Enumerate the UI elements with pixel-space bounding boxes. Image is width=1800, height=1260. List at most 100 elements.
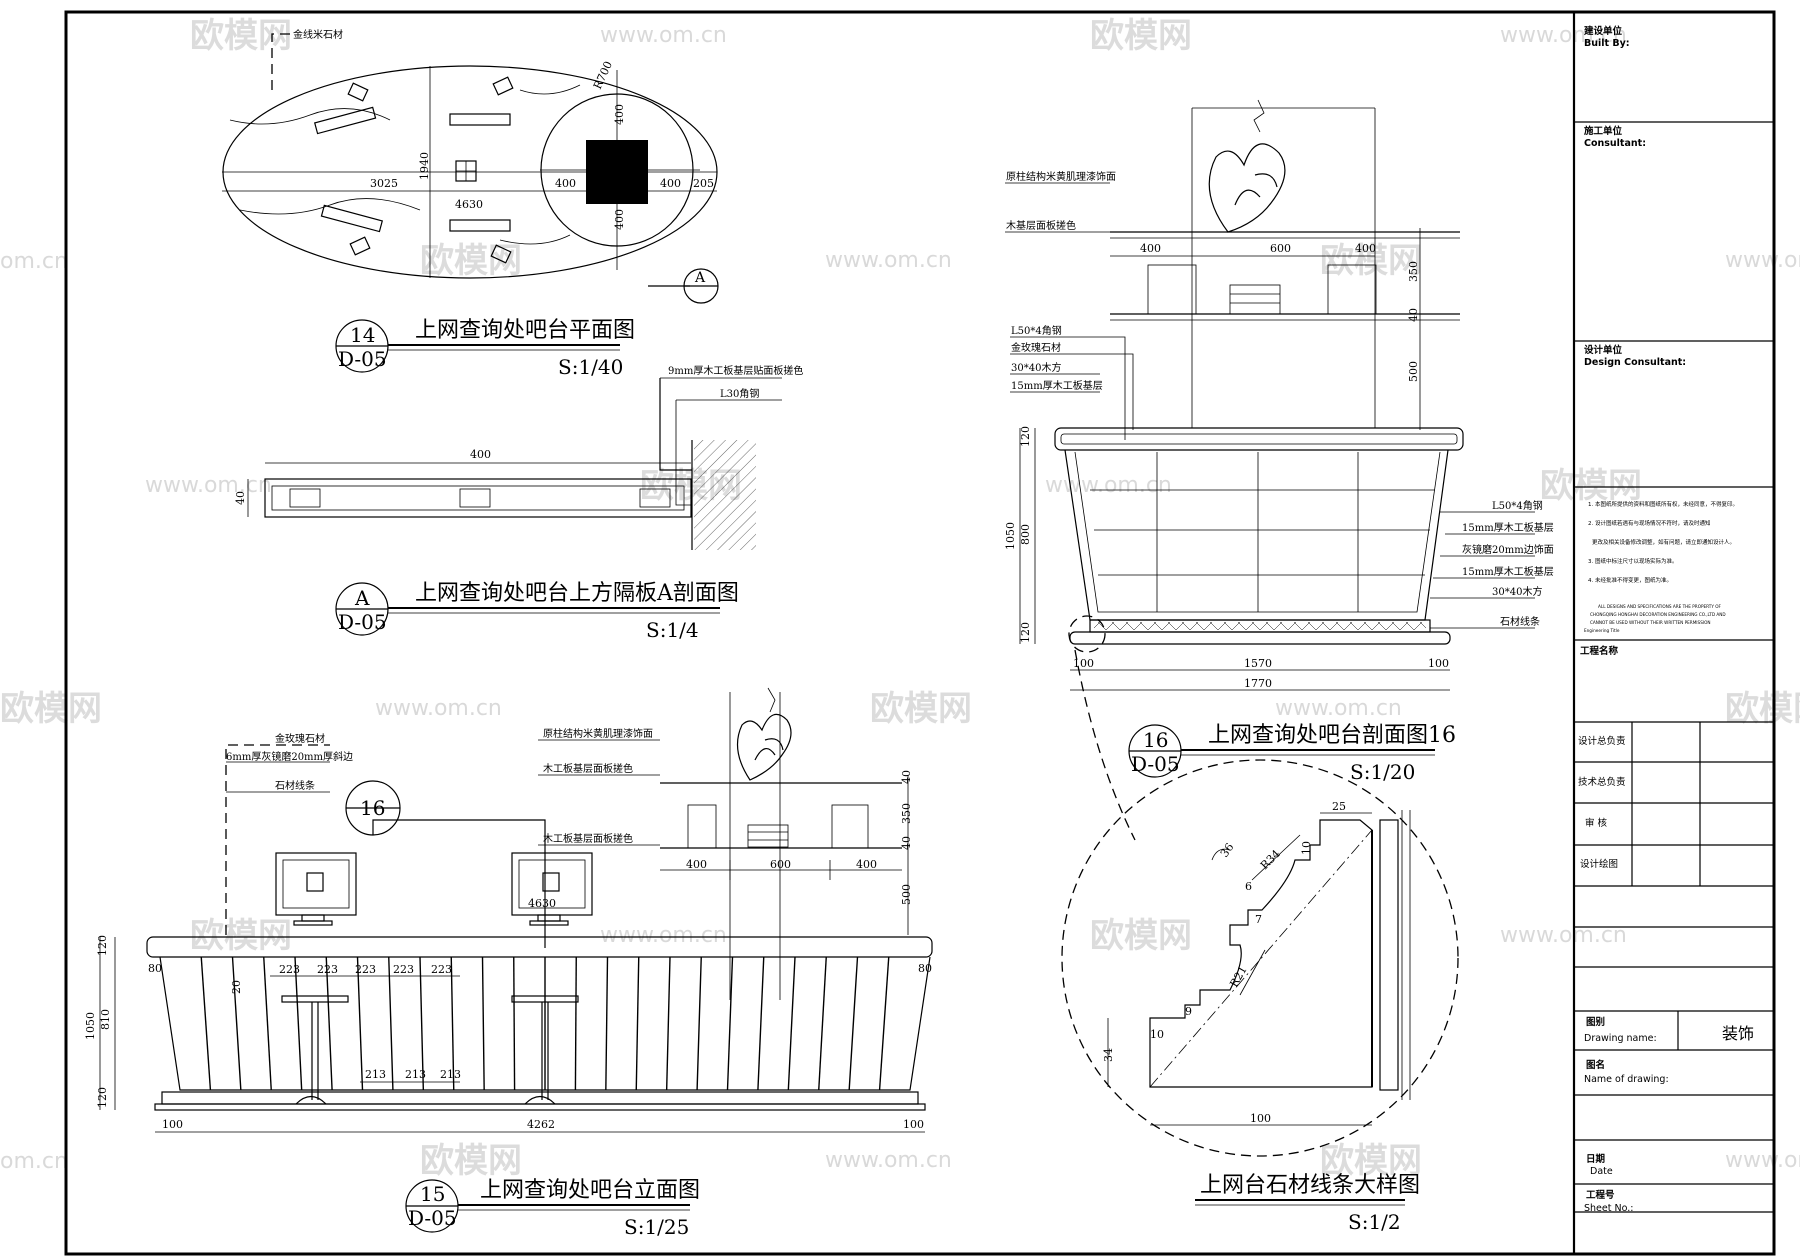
section16-tag-sheet: D-05 [1131,752,1180,776]
detail-scale: S:1/2 [1348,1210,1401,1234]
elevation-dim-100-left: 100 [162,1118,183,1131]
counter-slat [787,956,796,1091]
detail-dim-10-top: 10 [1300,841,1313,855]
detail-dim-r21: R21 [1227,964,1249,990]
plan-dim-radius: R700 [591,59,615,91]
section16-dim-100-right: 100 [1428,657,1449,670]
section16-label-right-mirror: 灰镜磨20mm边饰面 [1462,543,1554,556]
detail-enlarged-circle [1061,759,1459,1157]
counter-slat [665,956,671,1091]
section16-dim-350: 350 [1407,261,1420,282]
plan-view: 金线米石材 3025 1940 4630 400 400 205 400 400… [222,28,719,379]
elevation-dim-810: 810 [99,1009,112,1030]
elevation-stool-right [511,995,579,1100]
tb-note-2: 2. 设计图纸若遇有与现场情况不符时，请及时通知 [1588,519,1711,527]
tb-role-tech-lead: 技术总负责 [1578,776,1626,788]
counter-slat [878,956,890,1091]
counter-slat [450,956,455,1091]
plan-dim-400-right: 400 [660,177,681,190]
section16-label-board: 木基层面板搓色 [1006,219,1076,232]
section16-dim-800: 800 [1019,524,1032,545]
monitor-top-right [449,76,514,126]
elevation-books-left [687,804,717,849]
section16-counter-top [1054,427,1464,451]
counter-slat [605,956,609,1091]
counter-slat [696,956,702,1091]
counter-slat [757,956,765,1091]
section16-label-angle: L50*4角钢 [1011,324,1062,337]
section16-dim-600: 600 [1270,242,1291,255]
tb-note-5: 4. 未经批准不得变更，图纸为准。 [1588,576,1672,584]
detail-title: 上网台石材线条大样图 [1200,1173,1420,1198]
detail-dim-36: 36 [1218,841,1237,860]
section-a-view: 9mm厚木工板基层贴面板搓色 L30角钢 400 40 A D-05 上网查询处… [234,364,803,642]
watermark-brand: 欧模网 [1090,16,1192,56]
watermark-brand: 欧模网 [420,1141,522,1181]
elevation-label-column: 原柱结构米黄肌理漆饰面 [543,727,653,740]
plan-title: 上网查询处吧台平面图 [415,318,635,343]
wall-hatch [694,440,756,550]
tb-note-1: 1. 本图纸所提供的资料和图纸所有权，未经同意，不得复印。 [1588,500,1738,508]
elevation-dim-223: 223 [279,963,300,976]
elevation-dim-350: 350 [900,803,913,824]
plan-dim-205: 205 [693,177,714,190]
tb-role-design-lead: 设计总负责 [1578,735,1626,747]
section16-label-plywood: 15mm厚木工板基层 [1011,379,1103,392]
section16-dim-1570: 1570 [1244,657,1272,670]
tb-consultant: Consultant: [1584,138,1646,149]
detail-dim-6: 6 [1245,880,1252,893]
section16-dim-1050: 1050 [1004,522,1017,550]
section16-plant [1208,143,1286,233]
counter-slat [513,956,516,1091]
section16-label-right-plywood2: 15mm厚木工板基层 [1462,565,1554,578]
elevation-dim-4262: 4262 [527,1118,555,1131]
section16-label-right-angle: L50*4角钢 [1492,499,1543,512]
tb-note-en-2: CHONGQING HONGHAI DECORATION ENGINEERING… [1590,612,1726,617]
elevation-tag-sheet: D-05 [408,1206,457,1230]
section16-title: 上网查询处吧台剖面图16 [1208,723,1456,748]
section16-dim-40: 40 [1407,308,1420,322]
elevation-dim-223: 223 [393,963,414,976]
section16-label-column: 原柱结构米黄肌理漆饰面 [1006,170,1116,183]
tb-drawing-name: Drawing name: [1584,1033,1657,1044]
watermark-brand: 欧模网 [190,916,292,956]
section16-tag-number: 16 [1143,728,1168,752]
tb-sheet: Sheet No.: [1584,1203,1633,1214]
watermark-layer: 欧模网 www.om.cn 欧模网 www.om.cn om.cn 欧模网 ww… [0,16,1800,1181]
section16-dim-400-right: 400 [1355,242,1376,255]
counter-slat [574,956,577,1091]
detail-view: 25 36 R34 10 6 7 R21 9 10 34 100 上网台石材线条… [1061,649,1459,1234]
tb-note-en-1: ALL DESIGNS AND SPECIFICATIONS ARE THE P… [1598,604,1722,609]
watermark-brand: 欧模网 [1725,689,1800,729]
tb-note-3: 更改及相关设备修改调整，如有问题，请立即通知设计人。 [1592,538,1735,546]
tb-date: Date [1590,1166,1613,1177]
monitor-bottom-left [320,204,384,256]
tb-sheet-cn: 工程号 [1586,1189,1615,1201]
section-a-tag-sheet: D-05 [338,610,387,634]
watermark-site: www.om.cn [600,23,727,48]
section16-dim-400-left: 400 [1140,242,1161,255]
detail-dim-10-left: 10 [1150,1028,1164,1041]
tb-note-en-4: Engineering Title [1584,628,1620,633]
watermark-site: www.om.cn [1045,473,1172,498]
elevation-label-board1: 木工板基层面板搓色 [543,762,633,775]
watermark-site: www.om.cn [825,248,952,273]
elevation-tag-number: 15 [420,1182,445,1206]
plan-dim-4630: 4630 [455,198,483,211]
plan-tag-number: 14 [350,323,375,347]
counter-slat [635,956,640,1091]
stone-trim-profile [1149,819,1373,1088]
counter-slat [726,956,734,1091]
watermark-edge: om.cn [0,1149,68,1174]
elevation-dim-120-bottom: 120 [96,1087,109,1108]
detail-dim-r34: R34 [1258,847,1283,872]
elevation-scale: S:1/25 [624,1215,689,1239]
watermark-site: www.om.cn [145,473,272,498]
sheet-border [64,10,1776,1256]
tb-built-by-cn: 建设单位 [1583,25,1623,37]
watermark-brand: 欧模网 [1090,916,1192,956]
watermark-brand: 欧模网 [870,689,972,729]
plan-dim-3025: 3025 [370,177,398,190]
tb-date-cn: 日期 [1586,1153,1605,1165]
elevation-books-right [831,804,869,849]
